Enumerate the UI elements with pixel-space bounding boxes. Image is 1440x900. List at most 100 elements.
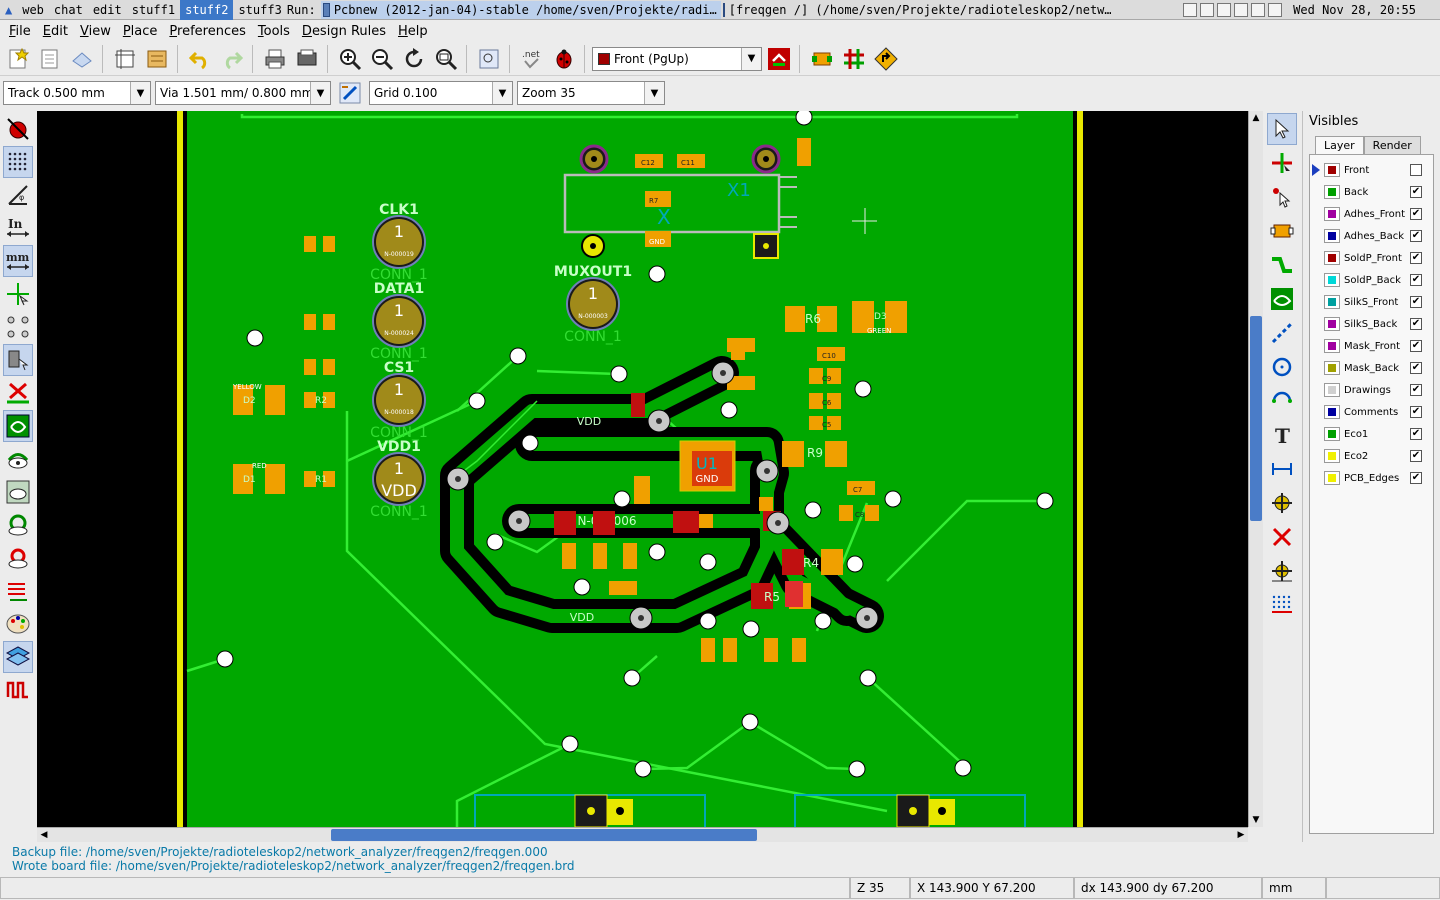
clipboard-icon[interactable] (1183, 2, 1198, 17)
menu-design-rules[interactable]: Design Rules (301, 23, 387, 39)
pcb-canvas[interactable]: X1 X CLK1 1 N-000019 CONN_1 DATA1 1 N-00… (37, 111, 1248, 827)
autoroute-button[interactable] (871, 44, 901, 74)
auto-delete-track-button[interactable] (3, 377, 33, 409)
add-circle-button[interactable] (1267, 351, 1297, 383)
menu-edit[interactable]: Edit (42, 23, 68, 39)
highlight-net-button[interactable] (1267, 147, 1297, 179)
drc-button[interactable] (549, 44, 579, 74)
layer-row[interactable]: Back✔ (1310, 181, 1433, 203)
menu-preferences[interactable]: Preferences (169, 23, 246, 39)
layer-row[interactable]: Drawings✔ (1310, 379, 1433, 401)
layer-visibility-checkbox[interactable]: ✔ (1410, 186, 1422, 198)
layer-visibility-checkbox[interactable]: ✔ (1410, 340, 1422, 352)
show-ratsnest-button[interactable] (3, 311, 33, 343)
zoom-in-button[interactable] (335, 44, 365, 74)
zoom-out-button[interactable] (367, 44, 397, 74)
menu-place[interactable]: Place (122, 23, 158, 39)
workspace-edit[interactable]: edit (92, 2, 122, 17)
workspace-stuff2[interactable]: stuff2 (180, 0, 234, 20)
volume-icon[interactable] (1268, 2, 1283, 17)
tab-render[interactable]: Render (1363, 136, 1421, 154)
vertical-scrollbar[interactable]: ▲ ▼ (1248, 111, 1263, 827)
read-netlist-button[interactable]: .net (517, 44, 547, 74)
layer-visibility-checkbox[interactable]: ✔ (1410, 230, 1422, 242)
layer-color-swatch[interactable] (1324, 185, 1340, 199)
scroll-down-icon[interactable]: ▼ (1252, 815, 1260, 825)
layer-row[interactable]: SoldP_Back✔ (1310, 269, 1433, 291)
layer-color-swatch[interactable] (1324, 163, 1340, 177)
undo-button[interactable] (185, 44, 215, 74)
print-button[interactable] (260, 44, 290, 74)
redraw-button[interactable] (399, 44, 429, 74)
delete-tool-button[interactable] (1267, 521, 1297, 553)
layer-visibility-checkbox[interactable]: ✔ (1410, 428, 1422, 440)
layer-row[interactable]: Adhes_Back✔ (1310, 225, 1433, 247)
microwave-tools-button[interactable] (3, 674, 33, 706)
tab-layer[interactable]: Layer (1315, 136, 1364, 154)
zones-sketch-button[interactable] (3, 476, 33, 508)
mode-track-button[interactable] (839, 44, 869, 74)
layer-visibility-checkbox[interactable]: ✔ (1410, 274, 1422, 286)
find-button[interactable] (474, 44, 504, 74)
vias-sketch-button[interactable] (3, 542, 33, 574)
grid-select[interactable]: Grid 0.100 ▼ (369, 81, 513, 105)
layer-color-swatch[interactable] (1324, 317, 1340, 331)
open-board-button[interactable] (35, 44, 65, 74)
zoom-select[interactable]: Zoom 35 ▼ (517, 81, 665, 105)
add-arc-button[interactable] (1267, 385, 1297, 417)
clock[interactable]: Wed Nov 28, 20:55 (1293, 2, 1416, 17)
layer-row[interactable]: SilkS_Back✔ (1310, 313, 1433, 335)
layer-color-swatch[interactable] (1324, 361, 1340, 375)
menu-tools[interactable]: Tools (257, 23, 290, 39)
layer-color-swatch[interactable] (1324, 207, 1340, 221)
units-inch-button[interactable]: In (3, 212, 33, 244)
chat-icon[interactable] (1217, 2, 1232, 17)
layer-visibility-checkbox[interactable]: ✔ (1410, 406, 1422, 418)
netlist-read-button[interactable] (142, 44, 172, 74)
auto-track-width-button[interactable] (335, 78, 365, 108)
layer-color-swatch[interactable] (1324, 471, 1340, 485)
workspace-stuff3[interactable]: stuff3 (238, 2, 282, 17)
horizontal-scroll-thumb[interactable] (331, 829, 757, 841)
layer-visibility-checkbox[interactable]: ✔ (1410, 472, 1422, 484)
layer-row[interactable]: PCB_Edges✔ (1310, 467, 1433, 489)
network-icon[interactable] (1200, 2, 1215, 17)
layer-row[interactable]: Eco2✔ (1310, 445, 1433, 467)
select-layer-pair-button[interactable] (764, 44, 794, 74)
layer-row[interactable]: Mask_Front✔ (1310, 335, 1433, 357)
tracks-sketch-button[interactable] (3, 575, 33, 607)
layer-row[interactable]: Eco1✔ (1310, 423, 1433, 445)
layer-color-swatch[interactable] (1324, 229, 1340, 243)
battery-icon[interactable] (1251, 2, 1266, 17)
layer-color-swatch[interactable] (1324, 339, 1340, 353)
module-ratsnest-button[interactable] (3, 344, 33, 376)
menu-view[interactable]: View (79, 23, 111, 39)
layer-color-swatch[interactable] (1324, 295, 1340, 309)
layer-select[interactable]: Front (PgUp) ▼ (592, 46, 762, 71)
menu-help[interactable]: Help (398, 23, 428, 39)
layer-visibility-checkbox[interactable]: ✔ (1410, 318, 1422, 330)
workspace-chat[interactable]: chat (53, 2, 83, 17)
grid-origin-button[interactable] (1267, 589, 1297, 621)
cursor-shape-button[interactable] (3, 278, 33, 310)
layer-visibility-checkbox[interactable] (1410, 164, 1422, 176)
scroll-up-icon[interactable]: ▲ (1252, 113, 1260, 123)
page-settings-button[interactable] (110, 44, 140, 74)
layer-row[interactable]: SilkS_Front✔ (1310, 291, 1433, 313)
layer-visibility-checkbox[interactable]: ✔ (1410, 450, 1422, 462)
layer-color-swatch[interactable] (1324, 449, 1340, 463)
layer-visibility-checkbox[interactable]: ✔ (1410, 296, 1422, 308)
workspace-web[interactable]: web (22, 2, 44, 17)
layer-visibility-checkbox[interactable]: ✔ (1410, 384, 1422, 396)
mode-footprint-button[interactable] (807, 44, 837, 74)
layer-row[interactable]: Comments✔ (1310, 401, 1433, 423)
local-ratsnest-button[interactable] (1267, 181, 1297, 213)
scroll-left-icon[interactable]: ◀ (40, 830, 48, 840)
track-width-select[interactable]: Track 0.500 mm ▼ (3, 81, 151, 105)
workspace-stuff1[interactable]: stuff1 (131, 2, 176, 17)
layer-color-swatch[interactable] (1324, 405, 1340, 419)
task-pcbnew[interactable]: Pcbnew (2012-jan-04)-stable /home/sven/P… (320, 0, 721, 19)
grid-toggle-button[interactable] (3, 146, 33, 178)
add-zone-button[interactable] (1267, 283, 1297, 315)
drc-off-button[interactable] (3, 113, 33, 145)
